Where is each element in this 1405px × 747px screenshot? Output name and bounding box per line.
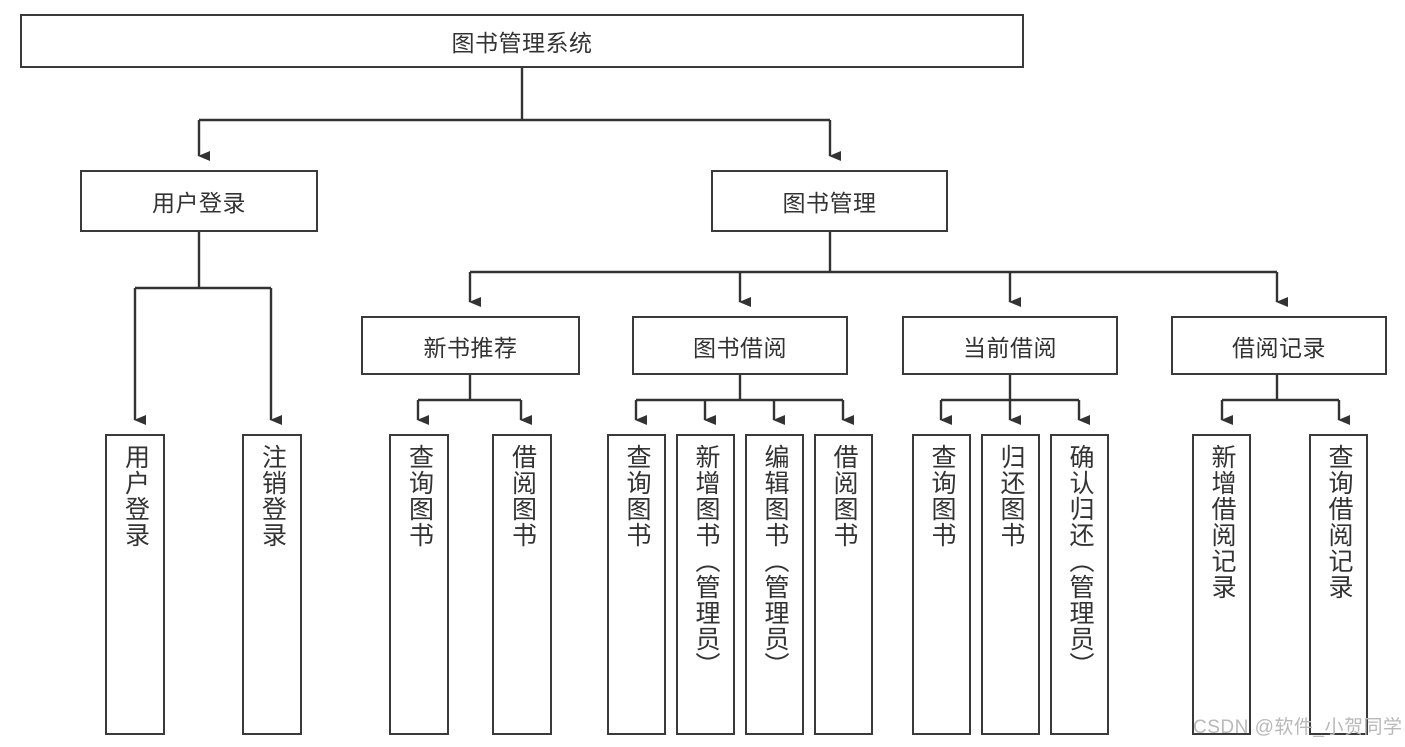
leaf-add-book[interactable]: 新增图书（管理员） <box>676 434 735 735</box>
leaf-logout-label: 注销登录 <box>258 444 287 548</box>
leaf-add-book-label: 新增图书（管理员） <box>692 444 720 678</box>
leaf-query-book-borrow-label: 查询图书 <box>623 444 651 548</box>
leaf-query-book-borrow[interactable]: 查询图书 <box>607 434 666 735</box>
node-book-borrow-label: 图书借阅 <box>693 334 787 361</box>
leaf-add-borrow-record-label: 新增借阅记录 <box>1208 444 1236 600</box>
leaf-logout[interactable]: 注销登录 <box>242 434 302 735</box>
leaf-edit-book[interactable]: 编辑图书（管理员） <box>745 434 804 735</box>
node-book-borrow[interactable]: 图书借阅 <box>632 316 848 375</box>
leaf-user-login-label: 用户登录 <box>121 444 150 548</box>
leaf-borrow-book[interactable]: 借阅图书 <box>814 434 873 735</box>
node-user-login[interactable]: 用户登录 <box>80 170 318 232</box>
node-borrow-record[interactable]: 借阅记录 <box>1171 316 1387 375</box>
leaf-confirm-return-label: 确认归还（管理员） <box>1066 444 1094 678</box>
node-current-borrow[interactable]: 当前借阅 <box>902 316 1118 375</box>
leaf-return-book-label: 归还图书 <box>997 444 1025 548</box>
node-new-book-recommend-label: 新书推荐 <box>423 334 518 361</box>
node-book-manage-label: 图书管理 <box>782 190 877 216</box>
leaf-query-borrow-record-label: 查询借阅记录 <box>1325 444 1353 600</box>
leaf-borrow-book-recommend[interactable]: 借阅图书 <box>492 434 552 735</box>
leaf-query-book-recommend-label: 查询图书 <box>405 444 434 548</box>
leaf-borrow-book-recommend-label: 借阅图书 <box>508 444 537 548</box>
node-borrow-record-label: 借阅记录 <box>1232 334 1326 361</box>
node-root-label: 图书管理系统 <box>451 30 593 56</box>
node-root-system[interactable]: 图书管理系统 <box>20 14 1024 68</box>
leaf-query-book-current-label: 查询图书 <box>928 444 956 548</box>
leaf-borrow-book-label: 借阅图书 <box>830 444 858 548</box>
node-current-borrow-label: 当前借阅 <box>963 334 1057 361</box>
node-user-login-label: 用户登录 <box>152 190 246 216</box>
leaf-user-login[interactable]: 用户登录 <box>105 434 165 735</box>
leaf-query-book-recommend[interactable]: 查询图书 <box>389 434 449 735</box>
node-book-manage[interactable]: 图书管理 <box>711 170 948 232</box>
leaf-confirm-return[interactable]: 确认归还（管理员） <box>1050 434 1109 735</box>
leaf-add-borrow-record[interactable]: 新增借阅记录 <box>1192 434 1251 735</box>
leaf-query-book-current[interactable]: 查询图书 <box>912 434 971 735</box>
leaf-return-book[interactable]: 归还图书 <box>981 434 1040 735</box>
leaf-query-borrow-record[interactable]: 查询借阅记录 <box>1309 434 1368 735</box>
node-new-book-recommend[interactable]: 新书推荐 <box>361 316 580 375</box>
leaf-edit-book-label: 编辑图书（管理员） <box>761 444 789 678</box>
